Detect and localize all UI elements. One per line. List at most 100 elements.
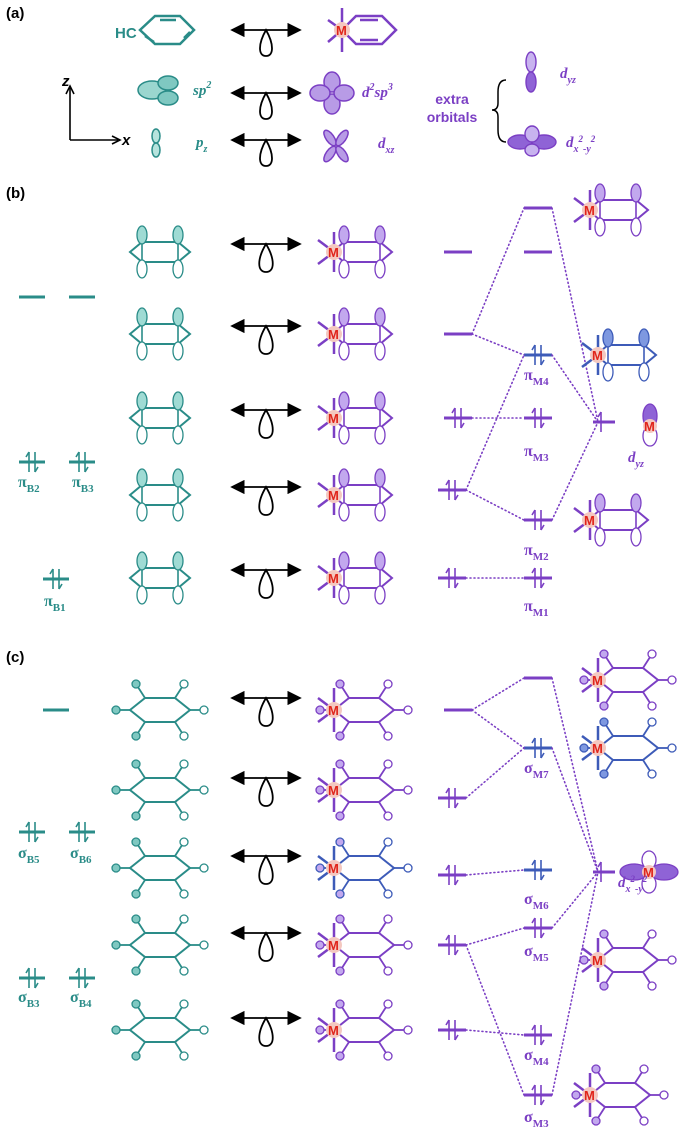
level-dyz (593, 411, 615, 432)
level-pi-metalla-3 (444, 407, 472, 429)
correlation-line-c10 (551, 871, 599, 929)
dyz-orbital-icon (525, 51, 537, 93)
level-pi-complex-4 (524, 407, 552, 429)
level-sigma-b6 (69, 821, 95, 843)
pz-orbital-icon (151, 128, 161, 158)
exchange-arrow-b3 (230, 402, 302, 439)
exchange-arrow-b1 (230, 236, 302, 273)
exchange-arrow-a1 (230, 22, 302, 57)
sigma-m7-label: σM7 (524, 760, 549, 781)
level-pi-b2 (19, 451, 45, 473)
metal-label: M (643, 865, 654, 880)
sp2-orbital-icon (137, 75, 179, 106)
exchange-arrow-c5 (230, 1010, 302, 1047)
metal-label: M (328, 327, 339, 342)
metal-label: M (328, 245, 339, 260)
complex-orbital-sigma-m7: M (579, 717, 677, 779)
exchange-arrow-b5 (230, 562, 302, 599)
level-sigma-metalla-5 (438, 1019, 466, 1041)
pz-label: pz (194, 135, 208, 155)
correlation-line-c5 (465, 927, 525, 946)
d2sp3-label: d2sp3 (362, 82, 393, 101)
axes-icon (65, 84, 122, 145)
panel-b-label: (b) (6, 185, 25, 202)
metal-label: M (592, 673, 603, 688)
dyz-label-b: dyz (628, 450, 644, 470)
dxz-orbital-icon (323, 129, 349, 163)
complex-orbital-sigma-m5: M (579, 929, 677, 991)
level-sigma-metalla-2 (438, 787, 466, 809)
correlation-line-b7 (551, 207, 599, 423)
complex-orbital-top: M (573, 183, 650, 237)
level-pi-complex-3 (524, 344, 552, 366)
metal-label: M (328, 861, 339, 876)
correlation-line-c3 (465, 747, 525, 799)
pi-m3-label: πM3 (524, 443, 549, 464)
metal-pi-fragment-5: M (317, 551, 394, 605)
complex-orbital-sigma-m3: M (571, 1064, 669, 1126)
sigma-b3-label: σB3 (18, 989, 40, 1010)
level-dx2y2 (593, 861, 615, 882)
metal-sigma-fragment-4: M (315, 914, 413, 976)
panel-a-label: (a) (6, 5, 24, 22)
metal-sigma-fragment-2: M (315, 759, 413, 821)
axis-z-label: z (61, 73, 70, 90)
correlation-line-c6 (465, 944, 525, 1096)
dx2y2-metal-icon: M (619, 850, 679, 894)
metal-label: M (592, 953, 603, 968)
dxz-label: dxz (378, 136, 395, 156)
correlation-line-c11 (551, 871, 599, 1096)
sigma-b4-label: σB4 (70, 989, 92, 1010)
level-pi-b3 (69, 451, 95, 473)
level-sigma-b5 (19, 821, 45, 843)
complex-orbital-pi-m2: M (573, 493, 650, 547)
level-sigma-complex-6 (524, 1084, 552, 1106)
extra-orbitals-brace (491, 79, 507, 143)
pi-b1-label: πB1 (44, 593, 66, 614)
sigma-b6-label: σB6 (70, 845, 92, 866)
metal-pi-fragment-1: M (317, 225, 394, 279)
exchange-arrow-b4 (230, 479, 302, 516)
sigma-fragment-2 (111, 759, 209, 821)
d2sp3-orbital-icon (309, 71, 355, 115)
correlation-line-b4 (465, 354, 525, 491)
extra-label: extra (435, 91, 469, 107)
exchange-arrow-a2 (230, 85, 302, 120)
benzyne-ring (138, 14, 196, 46)
sigma-b5-label: σB5 (18, 845, 40, 866)
correlation-line-b5 (465, 489, 525, 521)
pi-m2-label: πM2 (524, 542, 549, 563)
correlation-line-b8 (551, 354, 599, 423)
level-pi-metalla-5 (438, 567, 466, 589)
sigma-fragment-1 (111, 679, 209, 741)
exchange-arrow-c3 (230, 848, 302, 885)
correlation-line-b1 (471, 207, 525, 335)
correlation-line-c2 (471, 709, 525, 749)
metal-label: M (328, 571, 339, 586)
dx2y2-orbital-icon (507, 125, 557, 157)
correlation-line-b2 (471, 333, 525, 356)
sigma-fragment-3 (111, 837, 209, 899)
pi-m4-label: πM4 (524, 367, 549, 388)
sigma-m5-label: σM5 (524, 943, 549, 964)
dyz-label-a: dyz (560, 66, 576, 86)
level-sigma-metalla-3 (438, 864, 466, 886)
complex-orbital-pi-m4: M (581, 328, 658, 382)
metal-label: M (584, 1088, 595, 1103)
panel-a: (a) HC M z x (6, 5, 596, 167)
level-sigma-complex-2 (524, 737, 552, 759)
pi-fragment-4 (128, 468, 192, 522)
pi-fragment-2 (128, 307, 192, 361)
dx2y2-label-a: dx2-y2 (566, 134, 596, 155)
level-sigma-b4 (69, 967, 95, 989)
level-sigma-complex-3 (524, 859, 552, 881)
metal-sigma-fragment-1: M (315, 679, 413, 741)
sigma-m3-label: σM3 (524, 1109, 549, 1130)
correlation-line-c7 (465, 1029, 525, 1036)
hc-label: HC (115, 25, 137, 42)
metal-label: M (328, 411, 339, 426)
metal-label: M (592, 741, 603, 756)
dyz-metal-icon: M (642, 403, 658, 447)
